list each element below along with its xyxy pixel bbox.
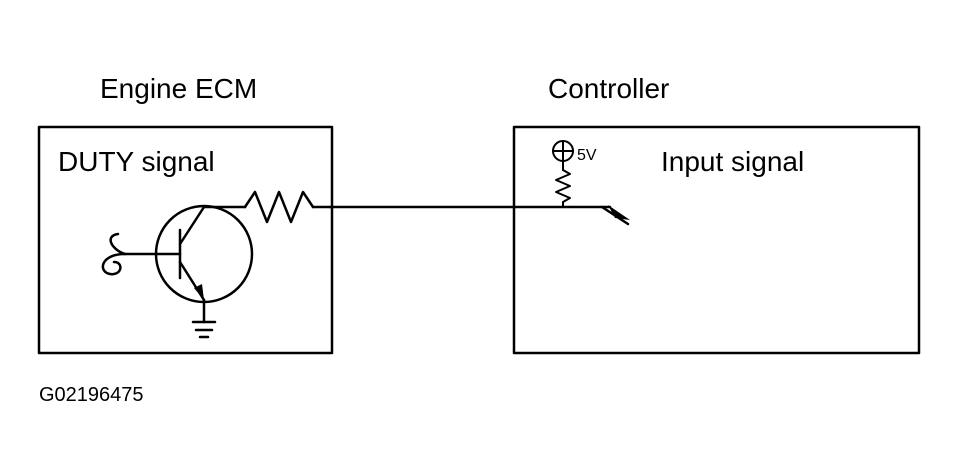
output-resistor-icon <box>202 190 332 224</box>
duty-signal-label: DUTY signal <box>58 146 215 177</box>
engine-ecm-box <box>37 125 334 355</box>
input-signal-label: Input signal <box>661 146 804 177</box>
input-hook-upper-icon <box>109 232 127 256</box>
pullup-resistor-icon <box>555 160 571 208</box>
transistor-symbol <box>123 204 254 324</box>
emitter-arrow-icon <box>194 284 204 300</box>
transistor-collector <box>178 205 206 246</box>
voltage-source-icon <box>552 140 574 162</box>
input-hook-icon <box>101 252 127 276</box>
figure-id: G02196475 <box>39 384 144 406</box>
controller-box <box>512 125 921 355</box>
signal-arrow-icon <box>608 205 630 220</box>
voltage-label: 5V <box>577 147 597 164</box>
ground-icon <box>191 320 217 339</box>
engine-ecm-title: Engine ECM <box>100 73 257 104</box>
controller-title: Controller <box>548 73 669 104</box>
